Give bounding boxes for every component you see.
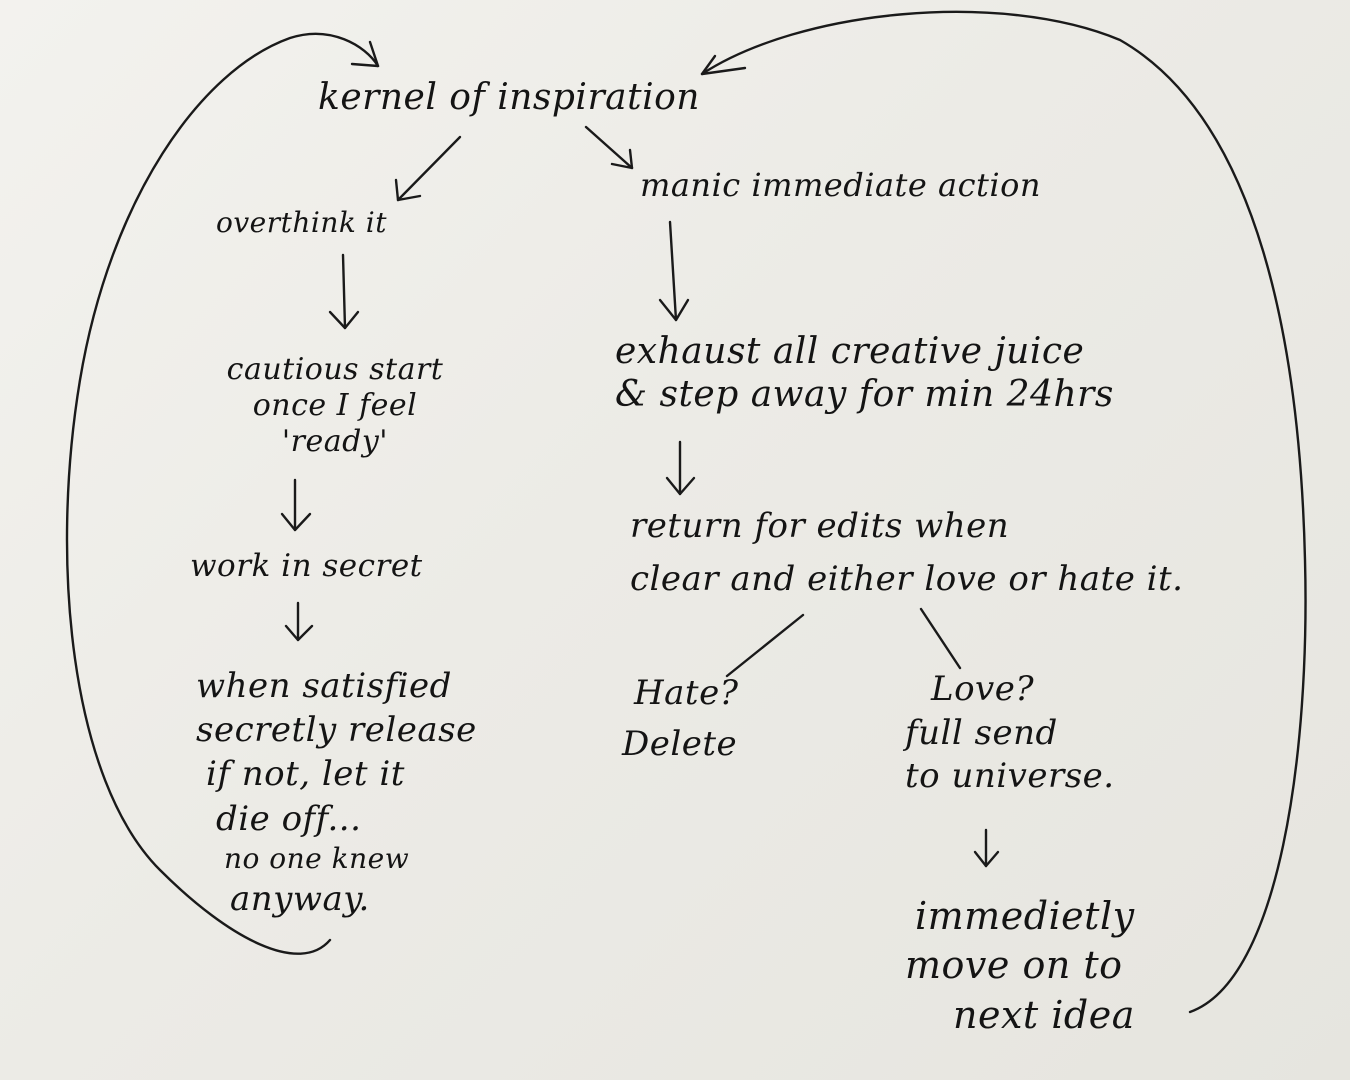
node-immediately: immedietly move on to next idea [905,892,1135,1040]
node-satisfied-line-4: die off... [216,798,362,839]
arrow-overthink-cautious [341,253,347,330]
node-love-line-1: Love? [931,669,1035,709]
node-return-line-2: clear and either love or hate it. [630,558,1184,599]
arrow-kernel-manic [584,125,634,170]
node-return: return for edits when clear and either l… [630,500,1183,605]
node-satisfied: when satisfied secretly release if not, … [196,664,477,921]
node-kernel: kernel of inspiration [318,77,700,118]
node-immediately-line-2: move on to [905,943,1123,988]
branch-hate [725,613,805,678]
node-return-line-1: return for edits when [630,506,1010,546]
node-immediately-line-3: next idea [953,992,1135,1037]
arrow-secret-satisfied-head [284,624,314,642]
loop-arrow-right [700,10,1307,1014]
arrow-overthink-cautious-head [328,310,360,330]
node-hate-line-2: Delete [622,724,738,764]
arrow-cautious-secret-head [280,512,312,532]
loop-arrow-right-head [700,54,747,76]
arrow-kernel-manic-head [610,148,634,170]
branch-love [919,607,962,670]
node-exhaust: exhaust all creative juice & step away f… [615,330,1114,416]
node-hate-line-1: Hate? [634,673,739,713]
node-satisfied-line-3: if not, let it [206,754,405,795]
arrow-manic-exhaust-head [658,298,690,322]
node-exhaust-line-2: & step away for min 24hrs [615,374,1114,416]
loop-arrow-left-head [350,40,380,68]
node-immediately-line-1: immedietly [915,894,1135,938]
node-love-line-2: full send [905,712,1058,753]
node-manic: manic immediate action [640,166,1041,204]
node-satisfied-line-1: when satisfied [196,666,452,706]
node-secret: work in secret [190,548,423,584]
node-love: Love? full send to universe. [905,668,1115,799]
node-cautious-line-2: once I feel [252,388,418,423]
node-love-line-3: to universe. [905,756,1115,797]
arrow-love-immediately-head [973,850,1000,868]
arrow-manic-exhaust [668,220,678,322]
node-cautious: cautious start once I feel 'ready' [205,352,465,460]
arrow-kernel-overthink [396,135,462,202]
node-overthink: overthink it [216,206,387,239]
node-hate: Hate? Delete [622,668,738,770]
arrow-kernel-overthink-head [394,178,422,202]
node-cautious-line-3: 'ready' [281,424,389,459]
node-satisfied-line-6: anyway. [230,879,370,920]
node-satisfied-line-2: secretly release [196,710,477,751]
node-exhaust-line-1: exhaust all creative juice [615,331,1085,372]
loop-arrow-left [65,32,380,955]
node-cautious-line-1: cautious start [226,352,444,387]
node-satisfied-line-5: no one knew [224,841,410,875]
arrow-exhaust-return-head [665,476,696,496]
